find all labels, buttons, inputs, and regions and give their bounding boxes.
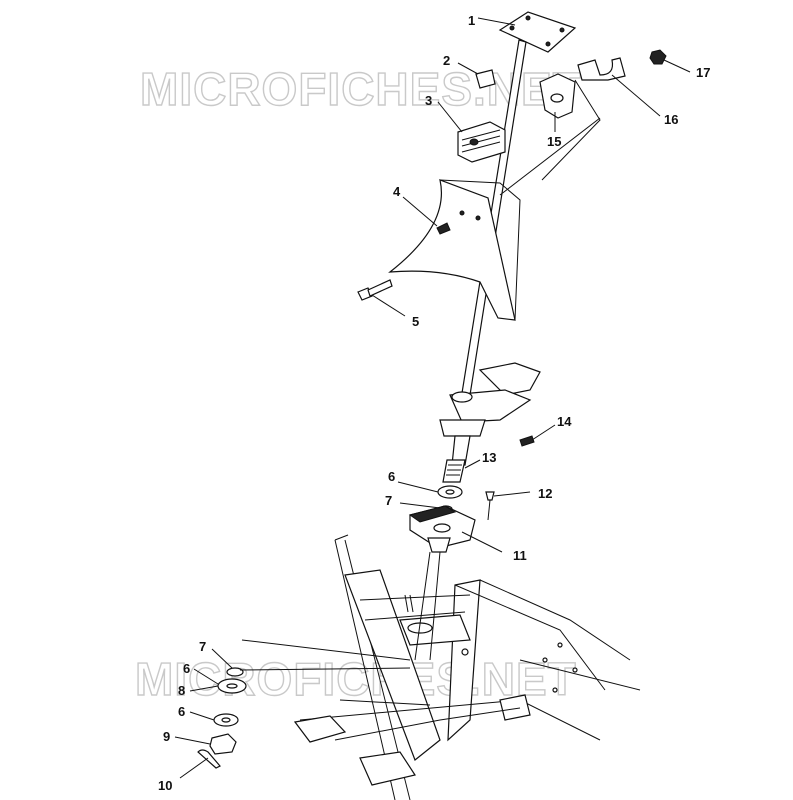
screw-4	[436, 222, 451, 235]
callout-1: 1	[468, 13, 475, 28]
callout-2: 2	[443, 53, 450, 68]
leader-lines	[174, 17, 691, 779]
callout-5: 5	[412, 314, 419, 329]
part-3	[457, 121, 506, 163]
steering-bracket	[388, 179, 521, 321]
washer-lower	[213, 713, 239, 727]
frame	[293, 534, 641, 800]
washer-8	[217, 678, 247, 694]
callout-9: 9	[163, 729, 170, 744]
callout-3: 3	[425, 93, 432, 108]
callout-14: 14	[557, 414, 572, 429]
steering-support-plate	[449, 362, 541, 423]
lower-shaft	[439, 419, 486, 483]
clamp-16	[577, 57, 626, 81]
bolt-12	[485, 491, 495, 501]
pivot-block	[408, 505, 476, 553]
nut-17	[649, 49, 667, 65]
callout-6-b: 6	[183, 661, 190, 676]
cotter-pin	[197, 749, 221, 769]
castle-nut	[209, 733, 237, 755]
screw-14	[519, 435, 535, 447]
callout-13: 13	[482, 450, 496, 465]
callout-10: 10	[158, 778, 172, 793]
callout-6-c: 6	[178, 704, 185, 719]
callout-7-b: 7	[199, 639, 206, 654]
bolt-5	[357, 279, 393, 301]
callout-17: 17	[696, 65, 710, 80]
part-2	[475, 69, 496, 89]
callout-4: 4	[393, 184, 401, 199]
callout-7-a: 7	[385, 493, 392, 508]
watermark-bottom: MICROFICHES.NET	[135, 653, 577, 705]
callout-8: 8	[178, 683, 185, 698]
callout-16: 16	[664, 112, 678, 127]
callout-6-a: 6	[388, 469, 395, 484]
callout-11: 11	[513, 548, 527, 563]
o-ring-lower	[226, 667, 244, 677]
callout-15: 15	[547, 134, 561, 149]
callout-12: 12	[538, 486, 552, 501]
